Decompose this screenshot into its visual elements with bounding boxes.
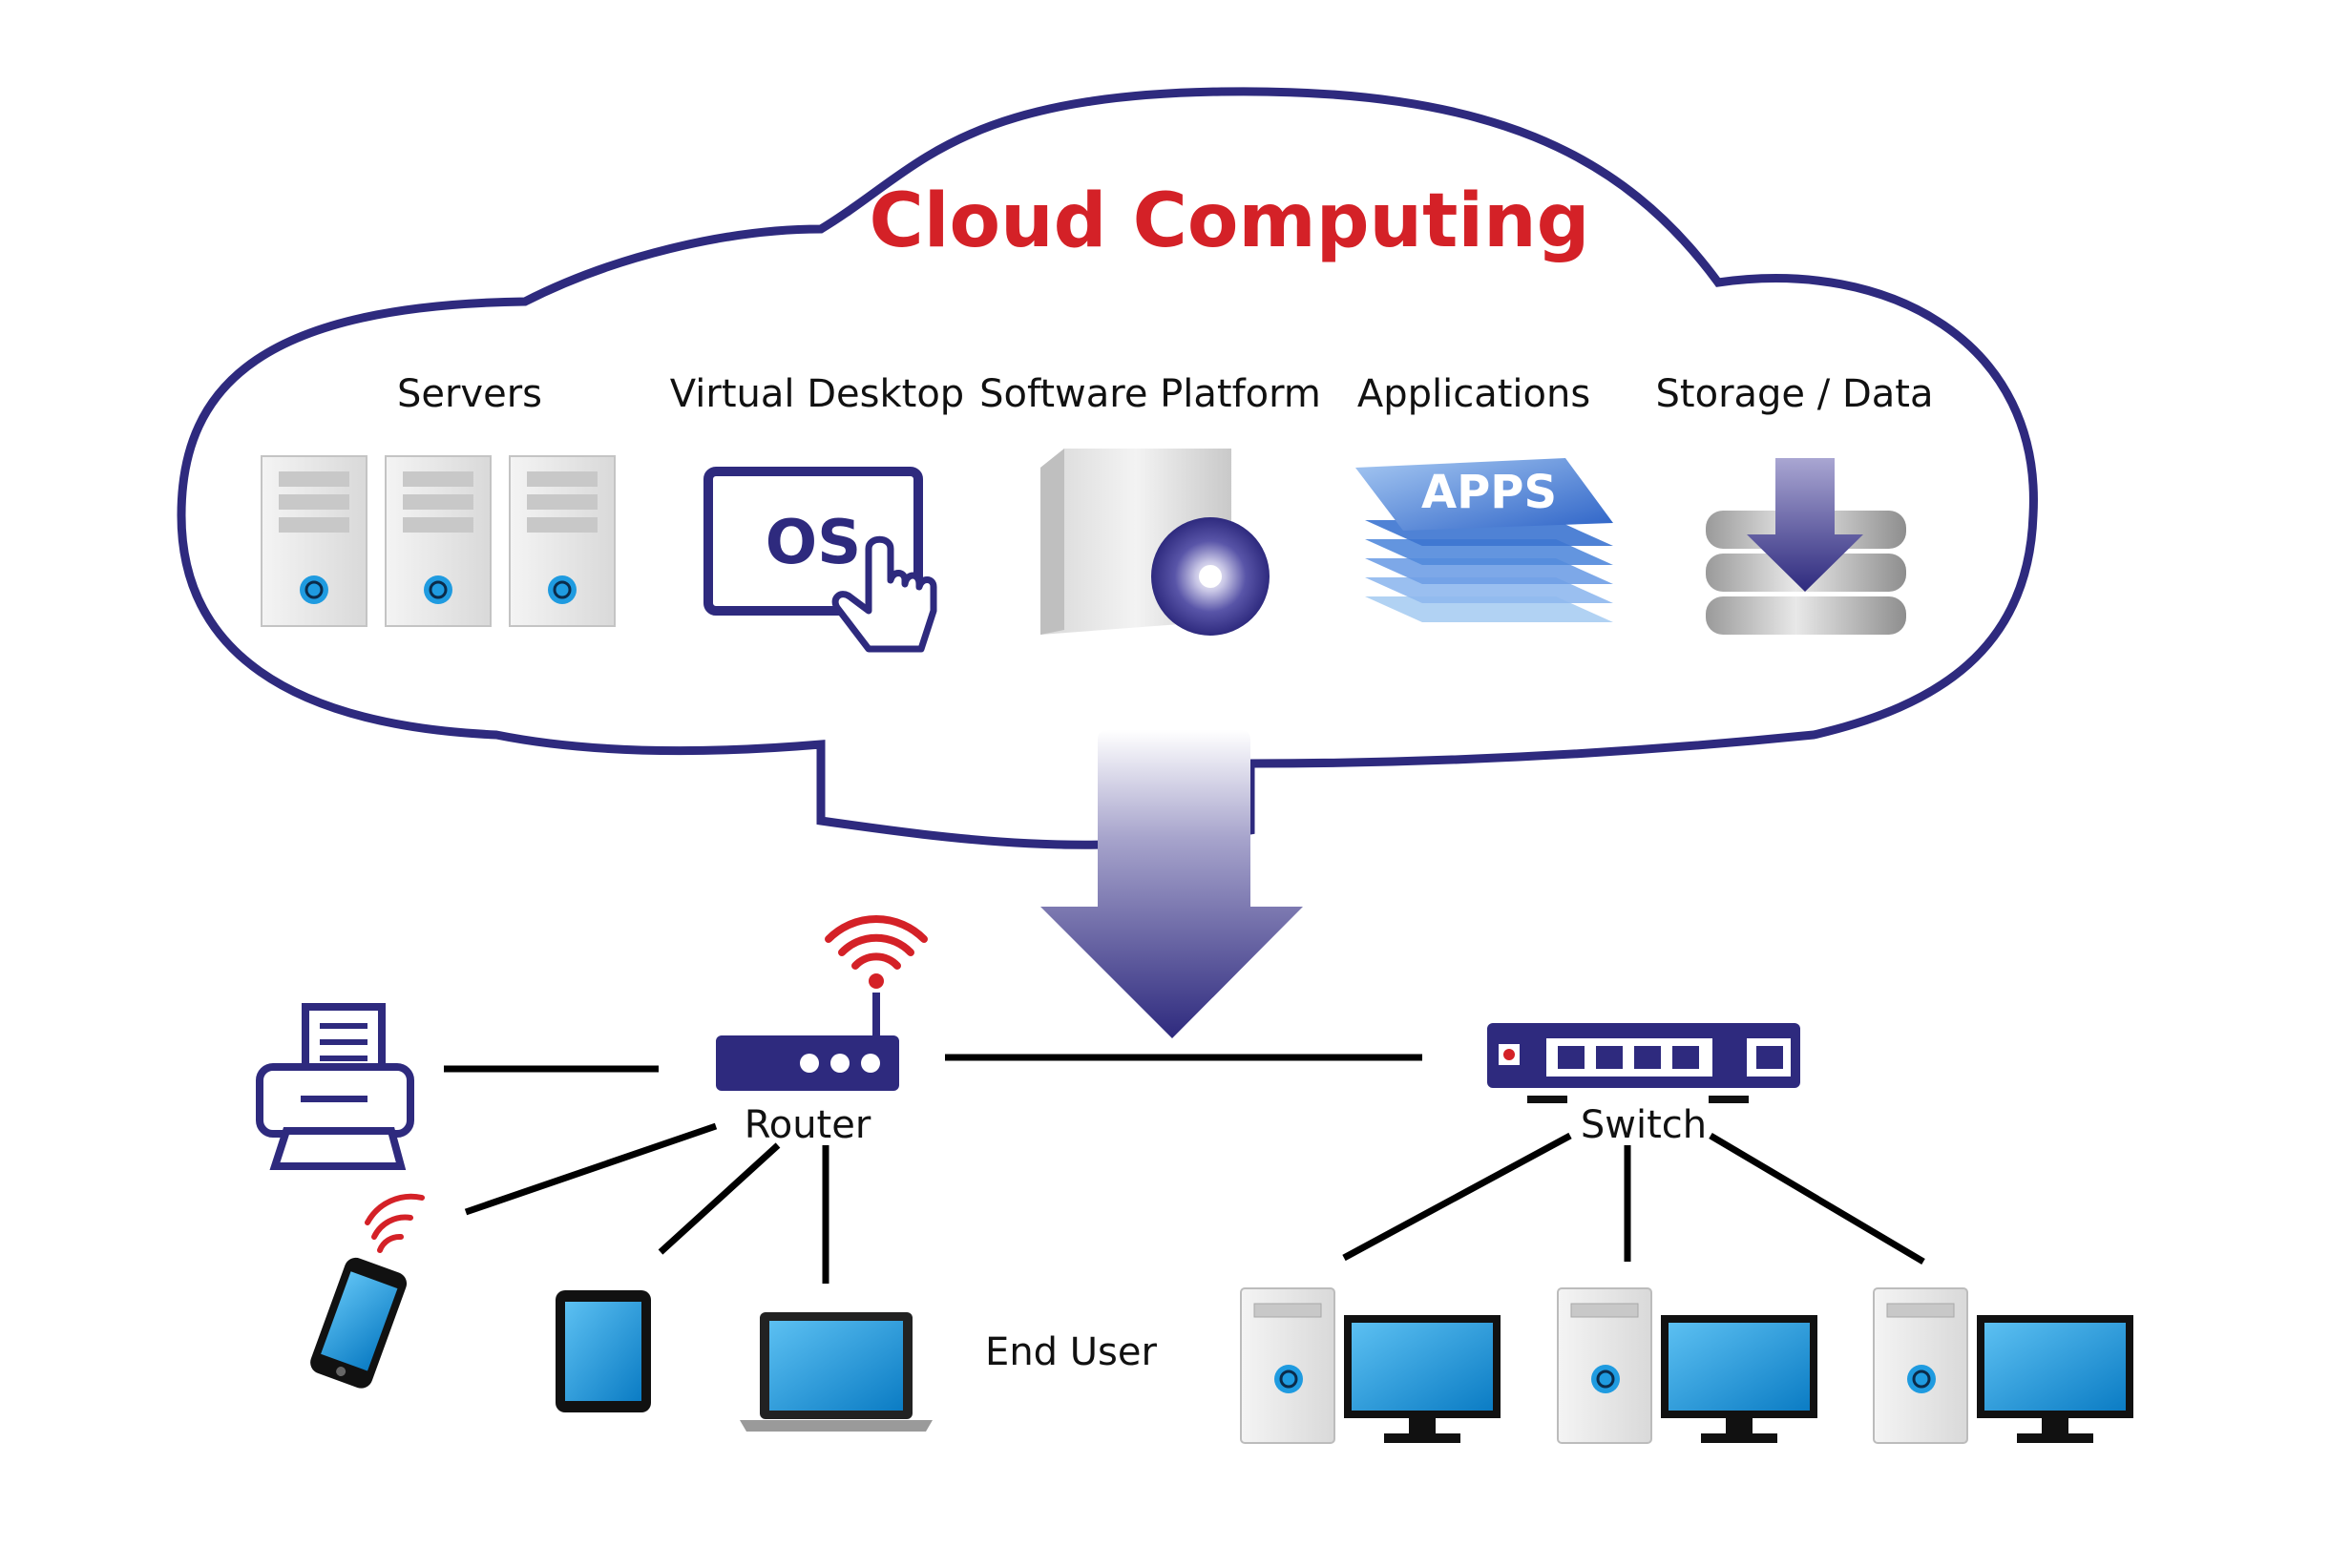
storage-data-icon [1706, 458, 1906, 635]
service-label-servers: Servers [397, 372, 542, 416]
desktop-computer-icon [1240, 1287, 1501, 1444]
router-icon [716, 914, 928, 1091]
apps-badge: APPS [1421, 466, 1557, 519]
down-arrow-icon [1040, 730, 1303, 1038]
os-badge: OS [766, 508, 862, 578]
printer-icon [256, 1003, 414, 1170]
virtual-desktop-icon: OS [703, 467, 937, 653]
switch-label: Switch [1581, 1103, 1707, 1147]
applications-icon: APPS [1355, 458, 1613, 622]
page-title: Cloud Computing [870, 178, 1590, 264]
service-label-software-platform: Software Platform [979, 372, 1321, 416]
smartphone-wifi-icon [365, 1193, 425, 1253]
service-label-virtual-desktop: Virtual Desktop [670, 372, 964, 416]
desktop-computer-icon [1557, 1287, 1817, 1444]
laptop-icon [740, 1312, 933, 1432]
router-wifi-icon [825, 914, 928, 970]
service-label-storage-data: Storage / Data [1656, 372, 1934, 416]
service-label-applications: Applications [1357, 372, 1590, 416]
smartphone-icon [310, 1257, 408, 1389]
connection-lines [444, 1054, 1925, 1284]
software-platform-icon [1040, 449, 1270, 636]
cloud-outline [177, 87, 2038, 849]
router-label: Router [745, 1103, 871, 1147]
tablet-icon [556, 1290, 651, 1412]
desktop-computer-icon [1873, 1287, 2133, 1444]
servers-icon [261, 455, 616, 627]
end-user-label: End User [985, 1330, 1157, 1374]
switch-icon [1487, 1023, 1800, 1103]
